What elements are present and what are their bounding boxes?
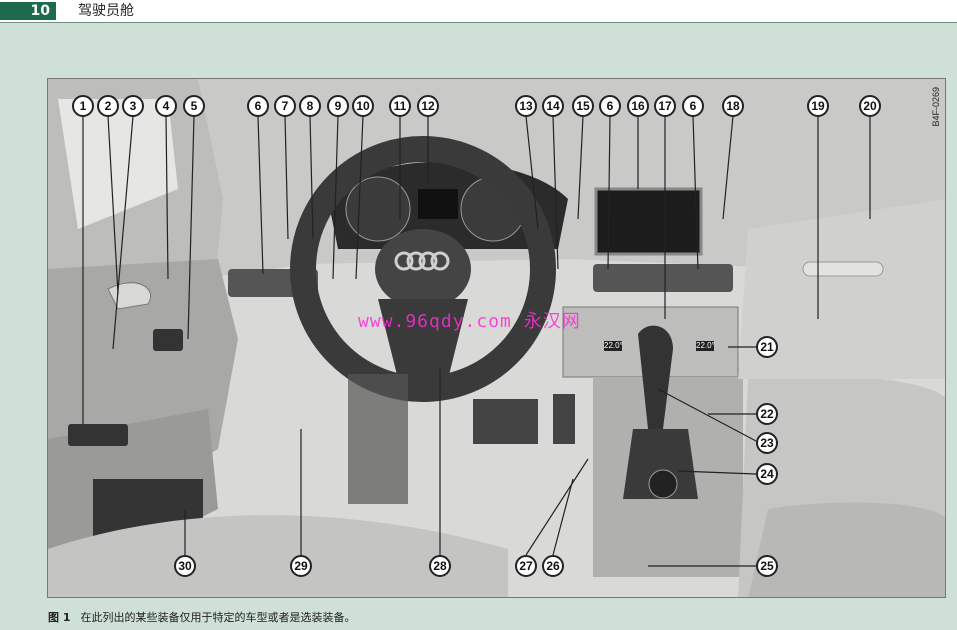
figure-label: 图 1 — [48, 611, 71, 624]
callout-6b: 6 — [599, 95, 621, 117]
callout-11: 11 — [389, 95, 411, 117]
callout-26: 26 — [542, 555, 564, 577]
callout-4: 4 — [155, 95, 177, 117]
callout-22: 22 — [756, 403, 778, 425]
page-number: 10 — [0, 2, 56, 20]
callout-17: 17 — [654, 95, 676, 117]
callout-8: 8 — [299, 95, 321, 117]
cockpit-drawing — [48, 79, 945, 597]
figure-caption: 图 1 在此列出的某些装备仅用于特定的车型或者是选装装备。 — [48, 609, 355, 625]
callout-18: 18 — [722, 95, 744, 117]
callout-24: 24 — [756, 463, 778, 485]
callout-9: 9 — [327, 95, 349, 117]
figure-caption-text: 在此列出的某些装备仅用于特定的车型或者是选装装备。 — [80, 611, 356, 624]
callout-30: 30 — [174, 555, 196, 577]
callout-15: 15 — [572, 95, 594, 117]
callout-19: 19 — [807, 95, 829, 117]
callout-23: 23 — [756, 432, 778, 454]
callout-1: 1 — [72, 95, 94, 117]
figure-code: B4F-0269 — [931, 87, 941, 127]
callout-10: 10 — [352, 95, 374, 117]
callout-6: 6 — [247, 95, 269, 117]
callout-25: 25 — [756, 555, 778, 577]
cockpit-illustration: B4F-0269 22.0° 22.0° 1 2 3 4 5 6 7 8 9 1… — [47, 78, 946, 598]
callout-5: 5 — [183, 95, 205, 117]
header-divider — [0, 22, 957, 23]
page-header: 10 驾驶员舱 — [0, 0, 957, 22]
callout-28: 28 — [429, 555, 451, 577]
callout-29: 29 — [290, 555, 312, 577]
callout-16: 16 — [627, 95, 649, 117]
watermark: www.96qdy.com 永汉网 — [358, 311, 581, 332]
callout-12: 12 — [417, 95, 439, 117]
callout-6c: 6 — [682, 95, 704, 117]
climate-display-right: 22.0° — [696, 341, 715, 351]
callout-20: 20 — [859, 95, 881, 117]
callout-14: 14 — [542, 95, 564, 117]
climate-display-left: 22.0° — [604, 341, 623, 351]
callout-13: 13 — [515, 95, 537, 117]
callout-2: 2 — [97, 95, 119, 117]
callout-3: 3 — [122, 95, 144, 117]
callout-21: 21 — [756, 336, 778, 358]
callout-27: 27 — [515, 555, 537, 577]
section-title: 驾驶员舱 — [78, 3, 134, 19]
callout-7: 7 — [274, 95, 296, 117]
